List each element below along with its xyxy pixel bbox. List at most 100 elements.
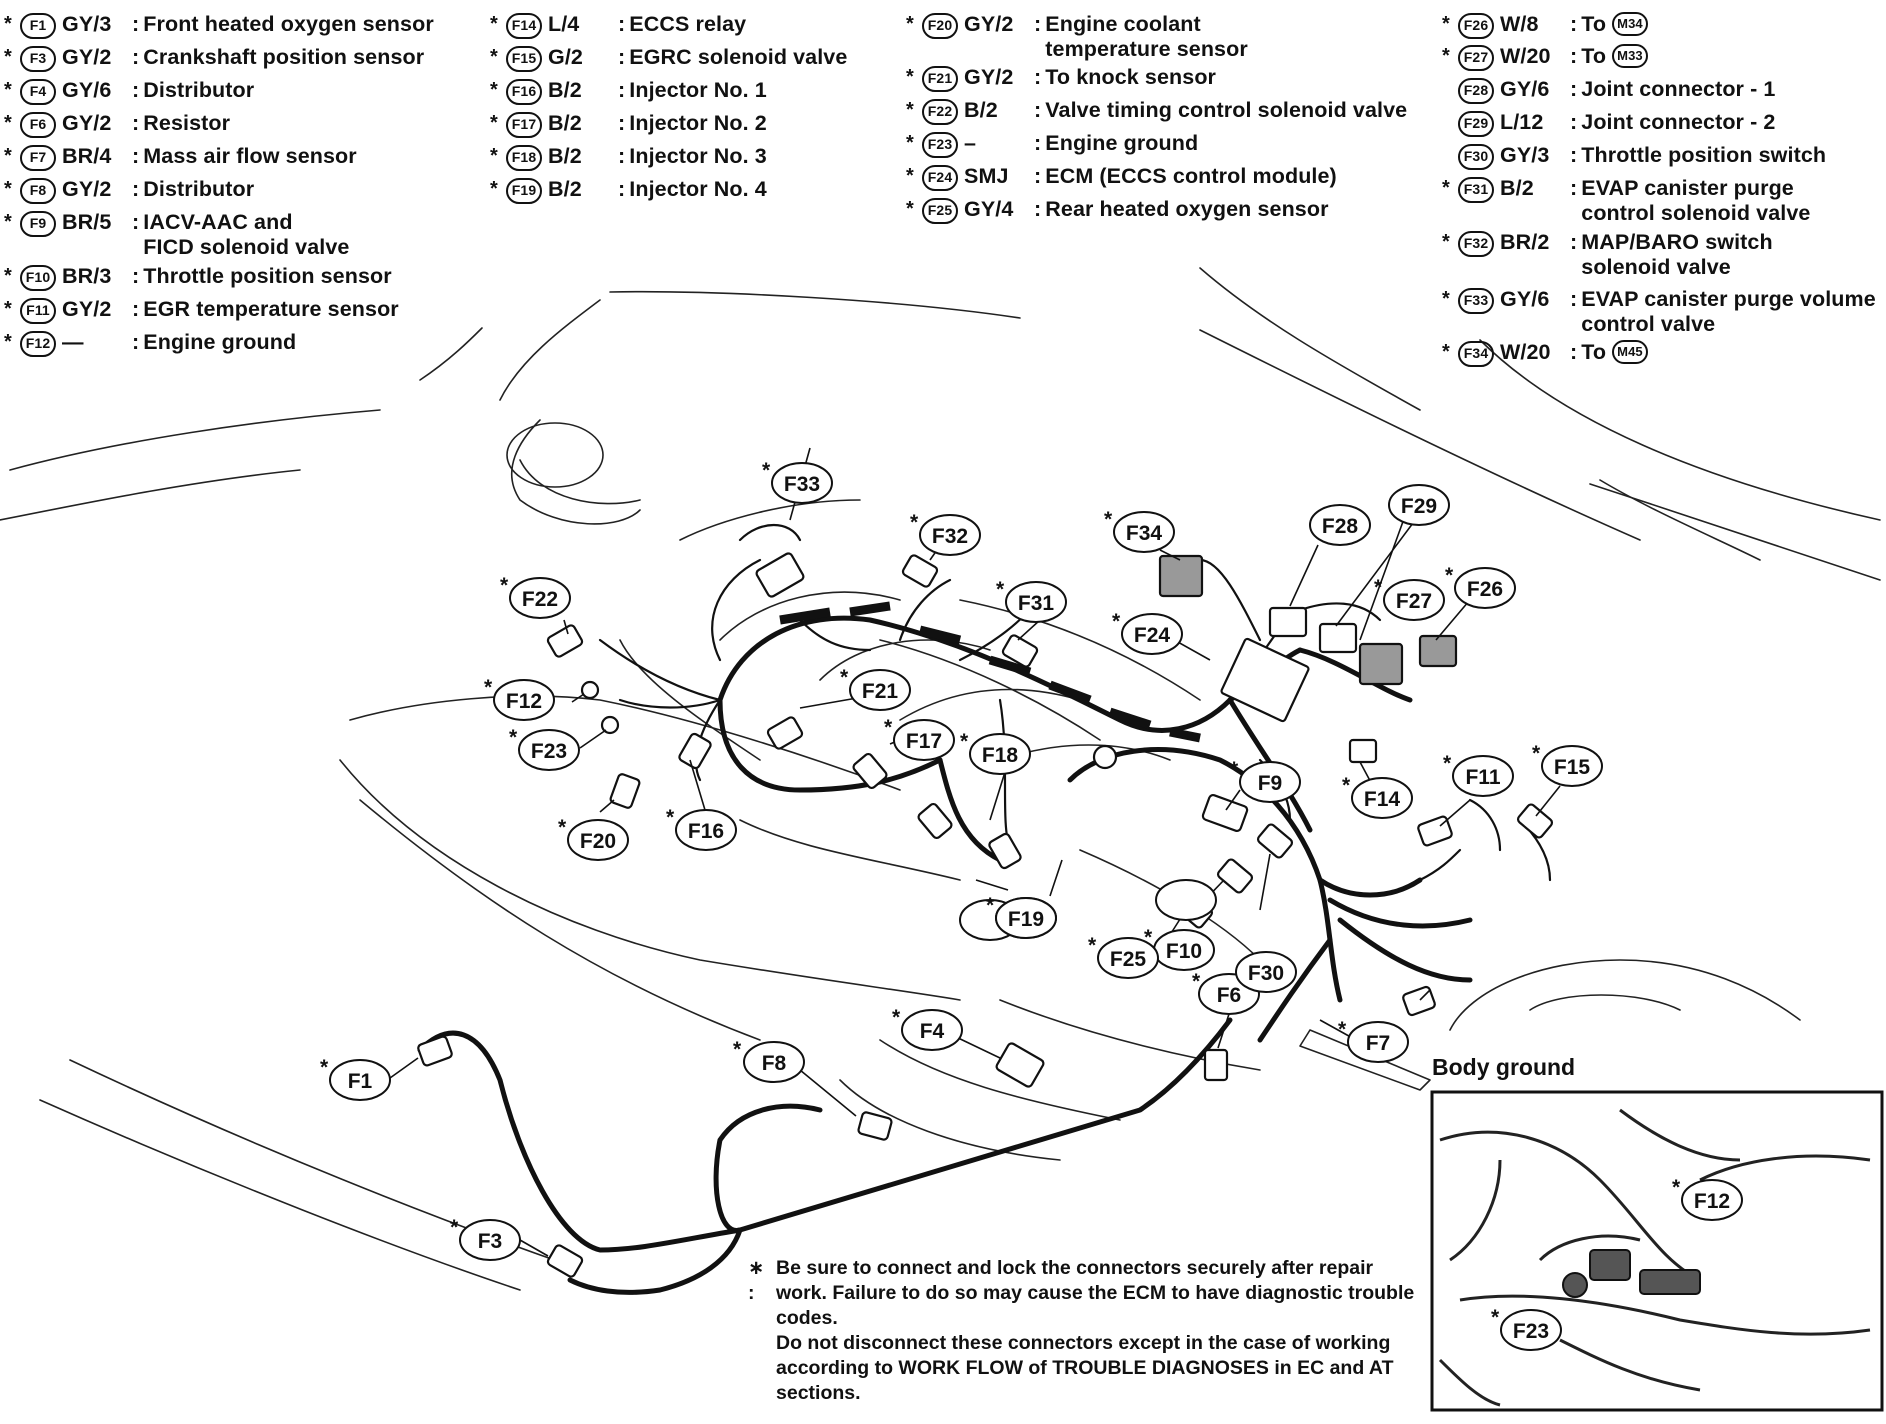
connector-spec: GY/2 [62, 177, 112, 201]
callout-f15: F15 [1554, 756, 1591, 779]
svg-text:*: * [1112, 610, 1121, 633]
asterisk-mark: * [906, 165, 914, 187]
svg-text:*: * [1672, 1176, 1681, 1199]
asterisk-mark: * [1442, 13, 1450, 35]
connector-spec: B/2 [548, 111, 582, 135]
callout-f16: F16 [688, 820, 724, 843]
connector-code-badge: F28 [1458, 78, 1494, 104]
asterisk-mark: * [4, 46, 12, 68]
connector-description: Engine ground [1045, 131, 1199, 155]
callout-f10: F10 [1166, 940, 1202, 963]
connector-code-badge: F19 [506, 178, 542, 204]
connector-description: Valve timing control solenoid valve [1045, 98, 1408, 122]
target-connector-badge: M45 [1612, 340, 1648, 364]
connector-description: Mass air flow sensor [143, 144, 357, 168]
svg-text:*: * [450, 1216, 459, 1239]
callout-f28: F28 [1322, 515, 1359, 538]
asterisk-mark: * [4, 13, 12, 35]
connector-spec: GY/2 [62, 111, 112, 135]
connector-code-badge: F9 [20, 211, 56, 237]
connector-description: To [1581, 12, 1607, 36]
connector-spec: SMJ [964, 164, 1009, 188]
asterisk-mark: * [4, 298, 12, 320]
asterisk-mark: * [4, 112, 12, 134]
connector-description: Distributor [143, 177, 255, 201]
svg-text:*: * [500, 574, 509, 597]
callout-f6: F6 [1217, 984, 1242, 1007]
connector-description: To [1581, 340, 1607, 364]
connector-code-badge: F11 [20, 298, 56, 324]
connector-code-badge: F24 [922, 165, 958, 191]
connector-description: Front heated oxygen sensor [143, 12, 434, 36]
asterisk-mark: * [490, 112, 498, 134]
connector-description: Throttle position sensor [143, 264, 392, 288]
asterisk-mark: * [4, 265, 12, 287]
connector-code-badge: F29 [1458, 111, 1494, 137]
callout-f4: F4 [920, 1020, 945, 1043]
connector-spec: W/20 [1500, 340, 1551, 364]
connector-description: Joint connector - 2 [1581, 110, 1776, 134]
connector-spec: BR/2 [1500, 230, 1550, 254]
connector-description: Engine ground [143, 330, 297, 354]
asterisk-mark: * [1442, 177, 1450, 199]
svg-text:*: * [960, 730, 969, 753]
connector-description: Injector No. 4 [629, 177, 767, 201]
connector-spec: BR/5 [62, 210, 112, 234]
connector-code-badge: F1 [20, 13, 56, 39]
asterisk-mark: * [4, 145, 12, 167]
connector-code-badge: F6 [20, 112, 56, 138]
legend-entry-f23: *F23–:Engine ground [906, 131, 1198, 158]
connector-spec: L/12 [1500, 110, 1544, 134]
connector-spec: BR/4 [62, 144, 112, 168]
svg-text:*: * [996, 578, 1005, 601]
callout-f23: F23 [531, 740, 567, 763]
callout-f32: F32 [932, 525, 968, 548]
connector-spec: B/2 [1500, 176, 1534, 200]
note-line-1: Be sure to connect and lock the connecto… [776, 1257, 1415, 1329]
svg-text:*: * [1144, 926, 1153, 949]
callout-f24: F24 [1134, 624, 1171, 647]
connector-description: Engine coolant temperature sensor [1045, 12, 1248, 61]
note-marker: ∗ : [748, 1257, 765, 1304]
asterisk-mark: * [4, 211, 12, 233]
connector-code-badge: F32 [1458, 231, 1494, 257]
connector-description: Injector No. 3 [629, 144, 767, 168]
svg-text:*: * [1088, 934, 1097, 957]
svg-text:*: * [884, 716, 893, 739]
asterisk-mark: * [906, 66, 914, 88]
connector-code-badge: F17 [506, 112, 542, 138]
asterisk-mark: * [1442, 288, 1450, 310]
connector-description: EGR temperature sensor [143, 297, 399, 321]
callout-f20: F20 [580, 830, 616, 853]
connector-code-badge: F22 [922, 99, 958, 125]
body-ground-title: Body ground [1432, 1054, 1576, 1080]
svg-text:*: * [558, 816, 567, 839]
callout-f29: F29 [1401, 495, 1437, 518]
note-line-2: Do not disconnect these connectors excep… [776, 1332, 1394, 1404]
connector-spec: GY/6 [62, 78, 112, 102]
connector-code-badge: F20 [922, 13, 958, 39]
callout-f1: F1 [348, 1070, 373, 1093]
svg-text:*: * [733, 1038, 742, 1061]
legend-entry-f12: *F12—:Engine ground [4, 330, 296, 357]
svg-text:*: * [1192, 970, 1201, 993]
svg-text:*: * [892, 1006, 901, 1029]
callout-f9: F9 [1258, 772, 1283, 795]
